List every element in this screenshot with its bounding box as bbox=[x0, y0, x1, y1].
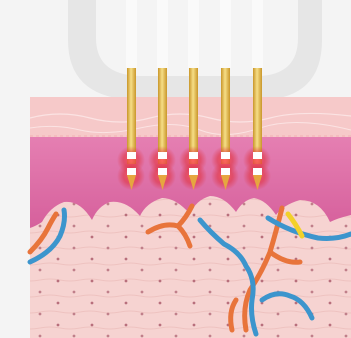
microneedle-diagram bbox=[0, 0, 351, 338]
illustration bbox=[0, 0, 351, 338]
